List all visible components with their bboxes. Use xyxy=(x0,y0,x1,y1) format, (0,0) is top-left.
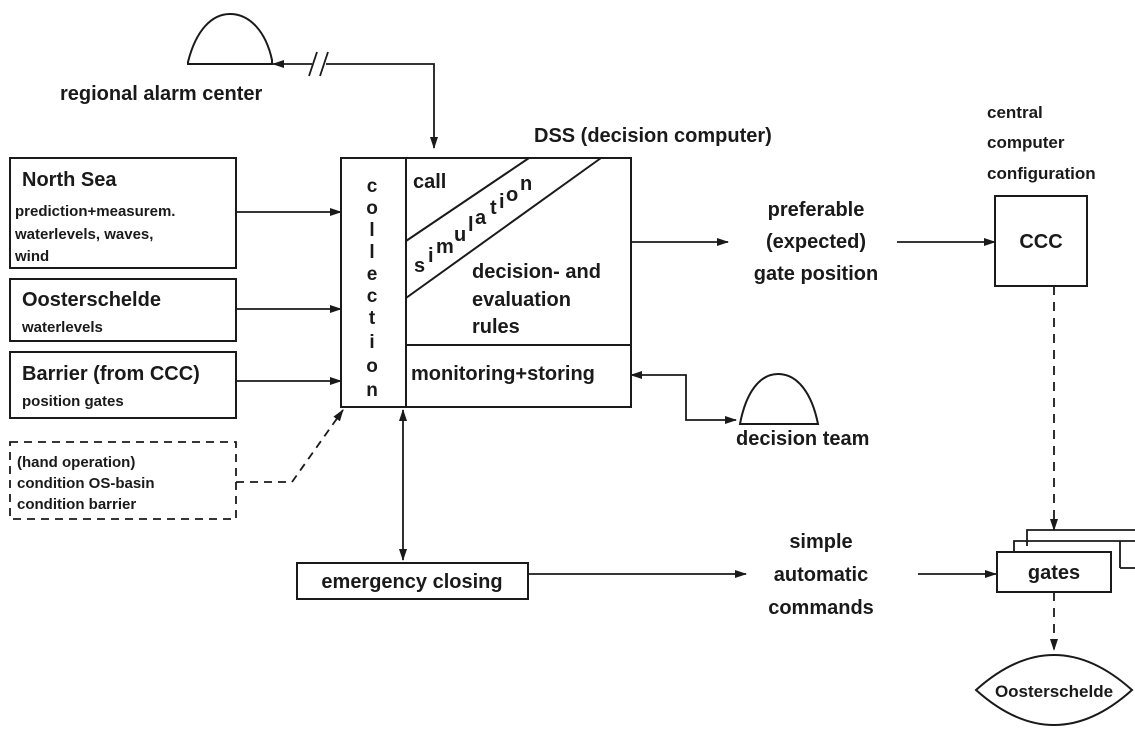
north-sea-line: wind xyxy=(14,248,49,265)
collection-letter: l xyxy=(369,242,374,263)
simulation-letter: t xyxy=(490,197,497,219)
oosterschelde-input-line: waterlevels xyxy=(21,319,103,336)
ccc-label: CCC xyxy=(1019,231,1062,253)
monitoring-decision-team-connection xyxy=(630,371,737,424)
emergency-closing-label: emergency closing xyxy=(321,571,502,593)
hand-operation-box xyxy=(9,441,237,520)
ccc-heading-line: central xyxy=(987,103,1043,122)
gates-middle-card xyxy=(1013,540,1135,555)
simulation-band-upper xyxy=(405,157,530,242)
north-sea-box xyxy=(9,157,237,269)
collection-letter: o xyxy=(366,356,378,377)
simulation-letter: i xyxy=(499,191,505,213)
simulation-letter: m xyxy=(436,236,454,258)
rules-line: rules xyxy=(472,316,520,338)
barrier-title: Barrier (from CCC) xyxy=(22,363,200,385)
regional-alarm-center-label: regional alarm center xyxy=(60,83,263,105)
alarm-center-connection xyxy=(272,60,438,149)
preferable-line: (expected) xyxy=(766,231,866,253)
collection-letter: t xyxy=(369,308,376,329)
simulation-letter: l xyxy=(468,214,474,236)
collection-letter: i xyxy=(369,332,374,353)
rules-line: evaluation xyxy=(472,289,571,311)
dss-title: DSS (decision computer) xyxy=(534,125,772,147)
collection-letter: c xyxy=(367,286,378,307)
regional-alarm-center-helmet-icon xyxy=(187,12,273,65)
north-sea-title: North Sea xyxy=(22,169,117,191)
ccc-heading-line: configuration xyxy=(987,164,1096,183)
gates-box xyxy=(996,551,1112,593)
simulation-band-lower xyxy=(405,157,602,299)
simulation-label: s i m u l a t i o n xyxy=(414,173,532,277)
collection-label: c o l l e c t i o n xyxy=(366,176,378,401)
simulation-letter: u xyxy=(454,224,466,246)
simulation-letter: o xyxy=(506,184,518,206)
gates-label: gates xyxy=(1028,562,1080,584)
north-sea-line: prediction+measurem. xyxy=(15,203,175,220)
hand-operation-arrow xyxy=(236,409,344,483)
oosterschelde-input-title: Oosterschelde xyxy=(22,289,161,311)
simulation-letter: a xyxy=(475,207,487,229)
monitoring-storing-label: monitoring+storing xyxy=(411,363,595,385)
gates-back-card xyxy=(1026,529,1135,546)
north-sea-line: waterlevels, waves, xyxy=(14,226,153,243)
collection-letter: o xyxy=(366,198,378,219)
emergency-closing-box xyxy=(296,562,529,600)
ccc-heading-line: computer xyxy=(987,133,1065,152)
gates-stack: gates xyxy=(996,529,1135,593)
barrier-line: position gates xyxy=(22,393,124,410)
hand-operation-line: condition OS-basin xyxy=(17,475,155,492)
oosterschelde-output-shape xyxy=(974,654,1134,726)
simulation-letter: n xyxy=(520,173,532,195)
simple-commands-line: automatic xyxy=(774,564,868,586)
decision-team-helmet-icon xyxy=(738,372,820,425)
oosterschelde-input-box xyxy=(9,278,237,342)
connection-break-mark xyxy=(319,51,329,77)
ccc-box xyxy=(994,195,1088,287)
rules-line: decision- and xyxy=(472,261,601,283)
call-label: call xyxy=(413,171,446,193)
oosterschelde-output-label: Oosterschelde xyxy=(995,682,1113,701)
preferable-line: gate position xyxy=(754,263,878,285)
simulation-letter: i xyxy=(428,245,434,267)
simulation-letter: s xyxy=(414,255,425,277)
connection-break-mark xyxy=(308,51,318,77)
collection-letter: c xyxy=(367,176,378,197)
preferable-line: preferable xyxy=(768,199,865,221)
collection-letter: l xyxy=(369,220,374,241)
simple-commands-line: commands xyxy=(768,597,874,619)
hand-operation-line: condition barrier xyxy=(17,496,136,513)
dss-box xyxy=(340,157,632,408)
barrier-box xyxy=(9,351,237,419)
hand-operation-line: (hand operation) xyxy=(17,454,135,471)
collection-letter: n xyxy=(366,380,378,401)
decision-team-label: decision team xyxy=(736,428,869,450)
collection-letter: e xyxy=(367,264,378,285)
simple-commands-line: simple xyxy=(789,531,852,553)
